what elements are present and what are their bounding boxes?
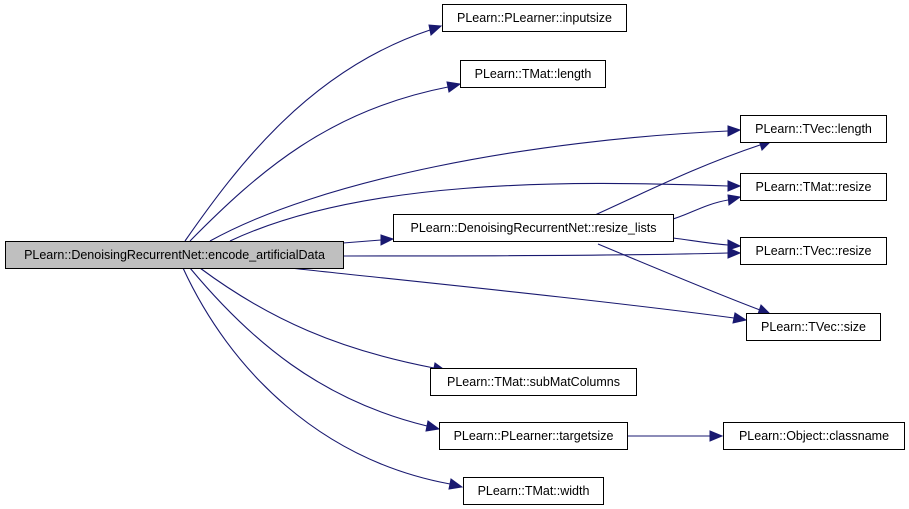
- node-resize-lists[interactable]: PLearn::DenoisingRecurrentNet::resize_li…: [393, 214, 674, 242]
- node-inputsize-label: PLearn::PLearner::inputsize: [457, 11, 612, 25]
- arrowhead-icon: [727, 194, 742, 206]
- arrowhead-icon: [727, 125, 742, 137]
- node-root-label: PLearn::DenoisingRecurrentNet::encode_ar…: [24, 248, 325, 262]
- arrowhead-icon: [727, 247, 742, 259]
- edges: [182, 24, 773, 490]
- edge-root-tvec-size: [289, 267, 735, 319]
- edge-root-inputsize: [184, 29, 431, 242]
- arrowhead-icon: [428, 24, 443, 36]
- node-targetsize[interactable]: PLearn::PLearner::targetsize: [439, 422, 628, 450]
- node-inputsize[interactable]: PLearn::PLearner::inputsize: [442, 4, 627, 32]
- edge-root-resize-lists: [342, 239, 382, 244]
- edge-root-tmat-width: [182, 267, 451, 485]
- node-classname[interactable]: PLearn::Object::classname: [723, 422, 905, 450]
- node-tmat-width[interactable]: PLearn::TMat::width: [463, 477, 604, 505]
- node-tmat-length[interactable]: PLearn::TMat::length: [460, 60, 606, 88]
- arrowhead-icon: [709, 430, 724, 442]
- node-tmat-resize-label: PLearn::TMat::resize: [755, 180, 871, 194]
- node-classname-label: PLearn::Object::classname: [739, 429, 889, 443]
- edge-resize-lists-tvec-length: [594, 144, 761, 216]
- arrowhead-icon: [727, 239, 742, 251]
- edge-root-tmat-resize: [229, 182, 729, 242]
- arrowhead-icon: [732, 312, 748, 324]
- node-submatcolumns[interactable]: PLearn::TMat::subMatColumns: [430, 368, 637, 396]
- node-tvec-resize-label: PLearn::TVec::resize: [755, 244, 871, 258]
- node-tmat-resize[interactable]: PLearn::TMat::resize: [740, 173, 887, 201]
- node-submatcolumns-label: PLearn::TMat::subMatColumns: [447, 375, 620, 389]
- edge-root-tmat-length: [189, 86, 449, 242]
- nodes: PLearn::DenoisingRecurrentNet::encode_ar…: [5, 4, 905, 505]
- node-tvec-length-label: PLearn::TVec::length: [755, 122, 872, 136]
- node-tvec-length[interactable]: PLearn::TVec::length: [740, 115, 887, 143]
- node-targetsize-label: PLearn::PLearner::targetsize: [454, 429, 614, 443]
- node-tmat-width-label: PLearn::TMat::width: [478, 484, 590, 498]
- edge-root-submatcolumns: [199, 267, 435, 369]
- arrowhead-icon: [448, 478, 464, 490]
- edge-root-tvec-resize: [342, 252, 729, 257]
- edge-root-targetsize: [189, 267, 428, 427]
- node-tvec-size-label: PLearn::TVec::size: [761, 320, 866, 334]
- edge-resize-lists-tvec-resize: [672, 237, 729, 246]
- edge-resize-lists-tvec-size: [597, 243, 761, 311]
- node-tvec-resize[interactable]: PLearn::TVec::resize: [740, 237, 887, 265]
- edge-root-tvec-length: [209, 130, 729, 242]
- node-resize-lists-label: PLearn::DenoisingRecurrentNet::resize_li…: [411, 221, 657, 235]
- arrowhead-icon: [446, 81, 462, 93]
- node-tmat-length-label: PLearn::TMat::length: [475, 67, 592, 81]
- node-tvec-size[interactable]: PLearn::TVec::size: [746, 313, 881, 341]
- arrowhead-icon: [380, 234, 395, 246]
- edge-resize-lists-tmat-resize: [672, 199, 729, 220]
- node-root[interactable]: PLearn::DenoisingRecurrentNet::encode_ar…: [5, 241, 344, 269]
- arrowhead-icon: [425, 420, 441, 432]
- arrowhead-icon: [727, 180, 742, 192]
